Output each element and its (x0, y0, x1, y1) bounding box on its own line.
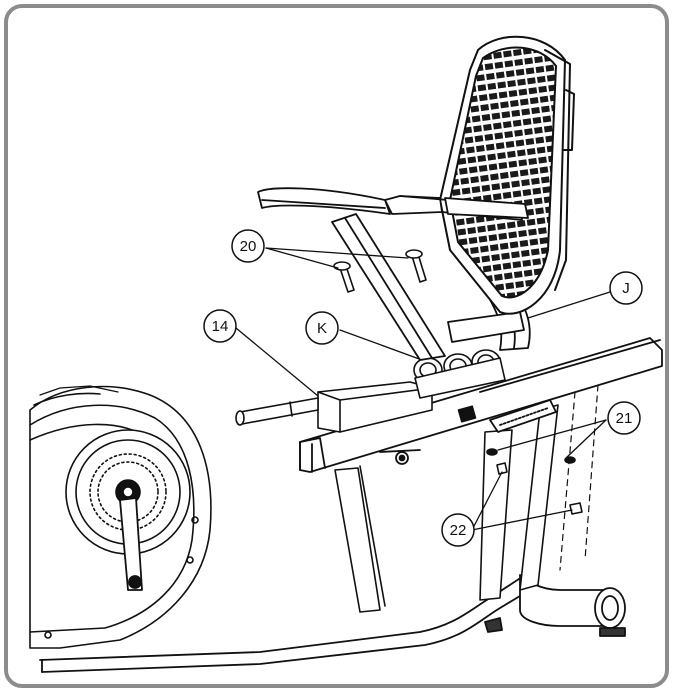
callout-21: 21 (607, 401, 641, 435)
adjustment-knob (235, 397, 319, 426)
callout-22-label: 22 (450, 522, 467, 539)
callout-j: J (609, 271, 643, 305)
callout-21-label: 21 (616, 410, 633, 427)
callout-20: 20 (231, 229, 265, 263)
nuts-and-washers (486, 448, 583, 515)
callout-k-label: K (317, 320, 327, 337)
bolts (333, 249, 427, 293)
callout-k: K (305, 311, 339, 345)
callout-14-label: 14 (212, 318, 229, 335)
seat-bushings (413, 349, 506, 399)
callout-20-label: 20 (240, 238, 257, 255)
front-column (334, 465, 386, 613)
callout-14: 14 (203, 309, 237, 343)
callout-22: 22 (441, 513, 475, 547)
armrests (257, 187, 529, 221)
seat-slider (317, 381, 433, 433)
seat-back (439, 35, 575, 315)
crank-arm (119, 497, 143, 591)
seat-rail (299, 337, 663, 473)
leader-lines (235, 247, 611, 531)
callout-j-label: J (622, 280, 630, 297)
